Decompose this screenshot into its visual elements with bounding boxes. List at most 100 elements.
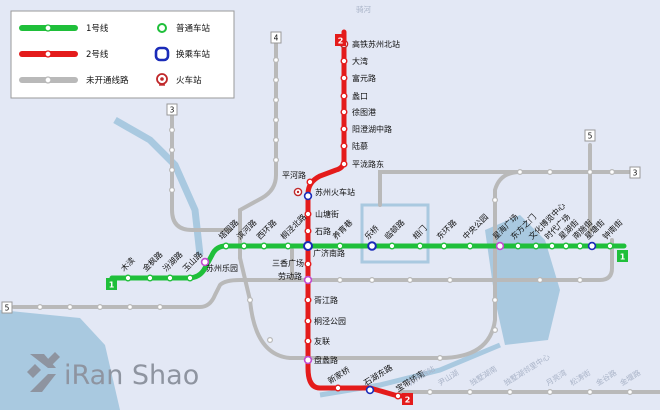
label-xinjiaqiao: 新家桥: [326, 364, 352, 385]
legend-rail: 火车站: [156, 73, 202, 86]
label-xihuanlu: 西环路: [254, 217, 278, 241]
station-xujianglu[interactable]: [304, 296, 312, 304]
future-station: [447, 277, 454, 284]
label-yangchenghu: 阳澄湖中路: [352, 124, 392, 134]
label-future-2: 独墅湖南: [468, 363, 499, 388]
station-dawan[interactable]: [340, 57, 348, 65]
badge-future-4-label: 4: [274, 34, 279, 43]
badge-line2-north-label: 2: [338, 37, 344, 46]
future-station: [273, 137, 280, 144]
station-suzhou-leyuan[interactable]: [200, 257, 210, 267]
station-zhongnanjie[interactable]: [606, 242, 614, 250]
station-yushanlu[interactable]: [186, 274, 194, 282]
station-lindunlu[interactable]: [388, 242, 396, 250]
station-pinghelu[interactable]: [306, 178, 314, 186]
station-donghuanlu[interactable]: [440, 242, 448, 250]
label-gaotie-north: 高铁苏州北站: [352, 39, 400, 49]
station-xinjiaqiao[interactable]: [334, 384, 342, 392]
legend-future: 未开通线路: [19, 75, 129, 86]
watermark-logo-icon: [27, 352, 60, 392]
line1-stations: [124, 241, 614, 282]
station-suzhou-railway[interactable]: [303, 191, 313, 201]
station-xingtangjie[interactable]: [587, 241, 597, 251]
station-shidai-guangchang[interactable]: [548, 242, 556, 250]
station-pinglonglu-dong[interactable]: [340, 160, 348, 168]
railway-station-icons: [293, 39, 349, 197]
legend-line1-label: 1号线: [86, 23, 109, 34]
legend-rail-label: 火车站: [176, 75, 202, 86]
station-shihu-donglu[interactable]: [365, 385, 375, 395]
future-station: [273, 157, 280, 164]
station-laodonglu[interactable]: [303, 275, 313, 285]
station-baodaiqiao-nan[interactable]: [394, 392, 402, 400]
rail-icon: [293, 187, 303, 197]
station-binhelu[interactable]: [240, 242, 248, 250]
station-wenhua-bolan[interactable]: [532, 242, 540, 250]
station-jinfenglu[interactable]: [146, 274, 154, 282]
station-nanshijie[interactable]: [576, 242, 584, 250]
station-xihuanlu[interactable]: [260, 242, 268, 250]
badge-future-3-north: 3: [166, 103, 178, 116]
station-yangchenghu-zhonglu[interactable]: [340, 125, 348, 133]
future-station: [273, 96, 280, 103]
station-fuyuanlu[interactable]: [340, 74, 348, 82]
future-line-3: [170, 110, 232, 232]
station-guangji-nanlu-transfer[interactable]: [303, 241, 313, 251]
station-xiangmen[interactable]: [416, 242, 424, 250]
label-pinglonglu-dong: 平泷路东: [352, 159, 384, 169]
station-tayuanlu[interactable]: [222, 242, 230, 250]
station-leqiao[interactable]: [367, 241, 377, 251]
station-xutugang[interactable]: [340, 108, 348, 116]
station-youlian[interactable]: [304, 337, 312, 345]
station-shantangjie[interactable]: [304, 210, 312, 218]
label-lumu: 陆慕: [352, 141, 368, 151]
label-fuyuanlu: 富元路: [352, 73, 376, 83]
station-yangyuxiang[interactable]: [336, 242, 344, 250]
label-binhelu: 滨河路: [234, 217, 258, 241]
future-station: [427, 389, 434, 396]
badge-line1-east: 1: [617, 250, 628, 262]
station-sanxiang-guangchang[interactable]: [304, 260, 312, 268]
transfer-station-icon: [154, 46, 170, 62]
future-station: [169, 167, 176, 174]
label-future-3: 独墅湖邻里中心: [502, 351, 552, 388]
label-yangyuxiang: 养育巷: [330, 217, 354, 241]
legend: 1号线 2号线 未开通线路 普通车站 换乘车站 火车站: [10, 10, 235, 99]
label-shantangjie: 山塘街: [315, 209, 339, 219]
future-station: [576, 277, 583, 284]
future-station: [492, 327, 499, 334]
lake-taihu: [0, 310, 120, 410]
future-station: [546, 389, 553, 396]
station-xinghai-guangchang[interactable]: [495, 241, 505, 251]
station-shilu[interactable]: [304, 227, 312, 235]
label-future-5: 松涛街: [568, 367, 593, 388]
station-mudu[interactable]: [124, 274, 132, 282]
station-fenhulu[interactable]: [166, 274, 174, 282]
label-laodonglu: 劳动路: [278, 271, 302, 281]
station-xinghujie[interactable]: [562, 242, 570, 250]
label-tongjing-beilu: 桐泾北路: [278, 212, 308, 242]
station-likou[interactable]: [340, 92, 348, 100]
label-likou: 蠡口: [352, 91, 368, 101]
label-future-4: 月亮湾: [544, 367, 569, 388]
station-zhongyang-gongyuan[interactable]: [466, 242, 474, 250]
label-youlian: 友联: [314, 336, 330, 346]
future-station: [157, 304, 164, 311]
badge-line1-east-label: 1: [620, 253, 626, 262]
label-tongjing-gongyuan: 桐泾公园: [314, 316, 346, 326]
station-tongjing-gongyuan[interactable]: [304, 317, 312, 325]
future-station: [516, 169, 523, 176]
station-panlilu[interactable]: [303, 355, 313, 365]
label-pinghelu: 平河路: [282, 170, 306, 180]
future-station: [273, 76, 280, 83]
legend-station-label: 普通车站: [176, 23, 211, 34]
label-zhongnanjie: 钟南街: [600, 217, 624, 241]
station-lumu[interactable]: [340, 142, 348, 150]
badge-line2-south-label: 2: [405, 396, 411, 405]
station-dongfang-zhimen[interactable]: [514, 242, 522, 250]
label-zhongyang-gongyuan: 中央公园: [460, 212, 490, 242]
label-donghuanlu: 东环路: [434, 217, 458, 241]
future-station: [267, 337, 274, 344]
station-tongjing-beilu[interactable]: [284, 242, 292, 250]
label-mudu: 木渎: [118, 255, 136, 273]
